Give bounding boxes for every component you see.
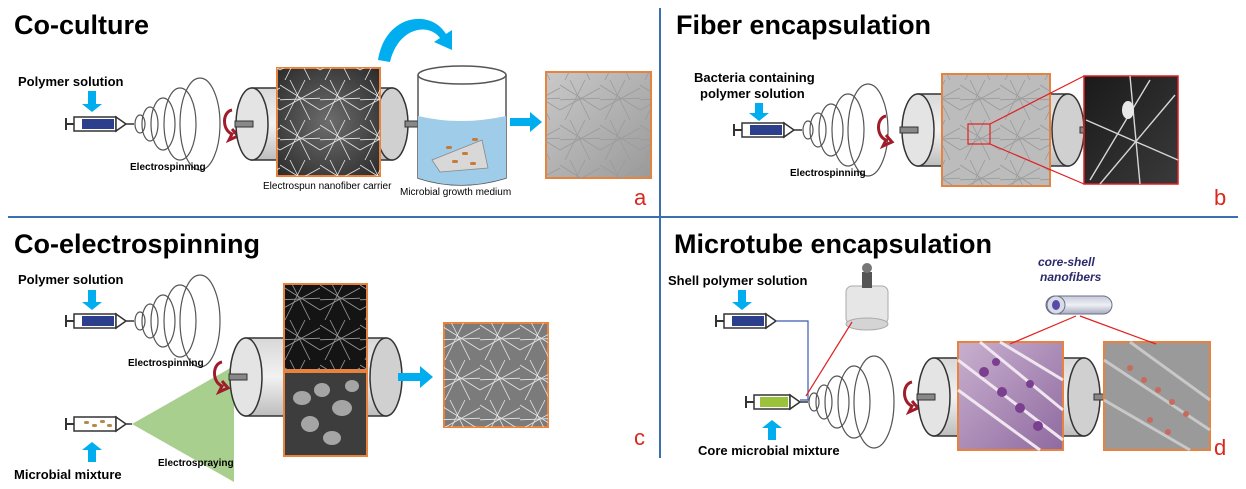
panel-b-title: Fiber encapsulation <box>676 10 931 40</box>
panel-c-letter: c <box>634 425 645 450</box>
panel-b-letter: b <box>1214 185 1226 210</box>
panel-a-title: Co-culture <box>14 10 149 40</box>
callout-lines <box>1009 315 1157 345</box>
sem-image-zoomed-bacterium <box>1083 75 1179 185</box>
panel-b-polymer-label-2: polymer solution <box>700 86 805 101</box>
panel-b-electrospinning-label: Electrospinning <box>790 168 866 179</box>
arrow-up-icon <box>82 442 102 462</box>
panel-a-medium-label: Microbial growth medium <box>400 187 511 198</box>
syringe-icon <box>733 121 802 139</box>
syringe-icon <box>715 312 778 330</box>
sem-image-combined-mat <box>443 322 549 428</box>
sem-image-polymer-fibers <box>283 283 368 371</box>
zoom-lines <box>989 75 1085 185</box>
fiber-jet-spiral <box>802 83 889 177</box>
panel-b: Fiber encapsulation Bacteria containing … <box>676 10 1226 210</box>
arrow-right-icon <box>510 112 542 132</box>
micrograph-purple-microtubes <box>957 340 1064 452</box>
shell-feed-line <box>776 320 809 401</box>
fiber-jet-spiral <box>134 77 221 171</box>
rotation-arrow-icon <box>877 114 895 150</box>
panel-d-letter: d <box>1214 435 1226 460</box>
panel-b-polymer-label-1: Bacteria containing <box>694 70 815 85</box>
syringe-icon <box>65 312 134 330</box>
panel-c-mixture-label: Microbial mixture <box>14 467 122 482</box>
arrow-down-icon <box>749 103 769 121</box>
arrow-down-icon <box>82 91 102 112</box>
arrow-up-icon <box>762 420 782 440</box>
spray-cone <box>132 366 234 482</box>
fiber-jet-spiral <box>808 355 895 449</box>
rotation-arrow-icon <box>223 108 241 144</box>
sem-image-microbial-cells <box>283 371 368 457</box>
coaxial-nozzle-icon <box>845 263 889 331</box>
panel-d: Microtube encapsulation Shell polymer so… <box>668 229 1226 460</box>
panel-c-electrospraying-label: Electrospraying <box>158 458 234 469</box>
arrow-down-icon <box>732 290 752 310</box>
syringe-icon <box>65 115 134 133</box>
panel-a-polymer-label: Polymer solution <box>18 74 124 89</box>
core-shell-fiber-icon <box>1045 295 1113 315</box>
callout-line <box>805 321 853 397</box>
arrow-right-icon <box>398 366 433 388</box>
curved-arrow-icon <box>378 18 452 62</box>
growth-medium-beaker <box>417 65 507 186</box>
panel-c-title: Co-electrospinning <box>14 229 260 259</box>
sem-image-colonized-fibers <box>545 71 652 179</box>
panel-c: Co-electrospinning Polymer solution Elec… <box>14 229 645 482</box>
panel-c-polymer-label: Polymer solution <box>18 272 124 287</box>
syringe-icon <box>745 393 808 411</box>
panel-c-electrospinning-label: Electrospinning <box>128 358 204 369</box>
panel-d-coreshell-label-2: nanofibers <box>1040 270 1102 284</box>
panel-a: Co-culture Polymer solution Electrospinn… <box>14 10 652 210</box>
panel-a-carrier-label: Electrospun nanofiber carrier <box>263 181 392 192</box>
panel-a-electrospinning-label: Electrospinning <box>130 162 206 173</box>
syringe-icon <box>65 415 132 433</box>
arrow-down-icon <box>82 290 102 310</box>
micrograph-gray-microtubes <box>1103 340 1211 452</box>
panel-d-title: Microtube encapsulation <box>674 229 992 259</box>
rotation-arrow-icon <box>213 360 231 396</box>
panel-d-coreshell-label-1: core-shell <box>1038 255 1095 269</box>
fiber-jet-spiral <box>134 274 221 368</box>
sem-image-encapsulated-fibers <box>941 73 1051 187</box>
rotation-arrow-icon <box>903 380 921 416</box>
panel-d-core-label: Core microbial mixture <box>698 443 840 458</box>
sem-image-nanofiber-carrier <box>276 67 381 177</box>
panel-a-letter: a <box>634 185 647 210</box>
panel-d-shell-label: Shell polymer solution <box>668 273 807 288</box>
